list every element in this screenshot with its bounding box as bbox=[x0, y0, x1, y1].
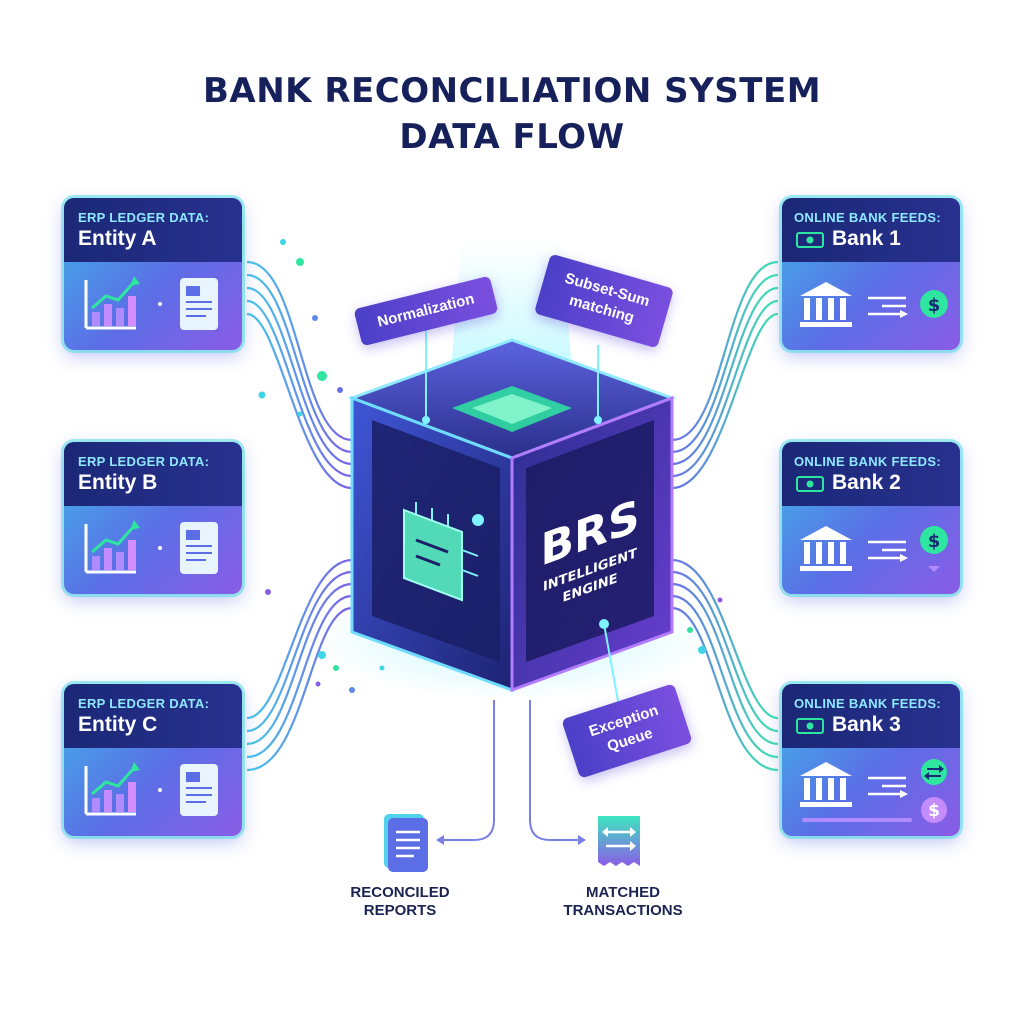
bar-chart-icon bbox=[84, 520, 140, 574]
banknote-icon bbox=[796, 718, 824, 734]
reconciled-line1: RECONCILED bbox=[350, 884, 450, 901]
svg-text:$: $ bbox=[928, 531, 941, 552]
svg-text:$: $ bbox=[928, 295, 941, 316]
process-connectors bbox=[425, 330, 621, 713]
bank-building-icon bbox=[800, 282, 852, 327]
document-icon bbox=[180, 278, 218, 330]
erp-card-entity-a: ERP LEDGER DATA: Entity A bbox=[64, 198, 242, 350]
erp-card-subtitle: ERP LEDGER DATA: bbox=[78, 696, 210, 711]
bank-card-art: $ bbox=[800, 526, 948, 572]
erp-card-entity-c: ERP LEDGER DATA: Entity C bbox=[64, 684, 242, 836]
banknote-icon bbox=[796, 232, 824, 248]
matched-line2: TRANSACTIONS bbox=[563, 902, 683, 919]
erp-card-name: Entity B bbox=[78, 471, 158, 494]
bank-flow-lines bbox=[671, 260, 779, 772]
dollar-coin-icon: $ bbox=[920, 526, 948, 554]
erp-card-name: Entity A bbox=[78, 227, 157, 250]
report-icon bbox=[384, 814, 428, 872]
matched-transactions-icon bbox=[598, 816, 640, 866]
matched-transactions-label: MATCHED TRANSACTIONS bbox=[548, 884, 698, 920]
bank-card-bank-2: ONLINE BANK FEEDS: Bank 2 $ bbox=[782, 442, 960, 594]
bank-building-icon bbox=[800, 762, 852, 807]
dollar-coin-icon: $ bbox=[920, 290, 948, 318]
bank-card-art: $ bbox=[800, 759, 947, 823]
bar-chart-icon bbox=[84, 762, 140, 816]
bank-card-art: $ bbox=[800, 282, 948, 327]
dollar-coin-icon: $ bbox=[921, 797, 947, 823]
bank-card-bank-3: ONLINE BANK FEEDS: Bank 3 bbox=[782, 684, 960, 836]
diagram-title: BANK RECONCILIATION SYSTEM DATA FLOW bbox=[0, 68, 1024, 160]
reconciled-line2: REPORTS bbox=[363, 902, 437, 919]
bank-card-name: Bank 2 bbox=[832, 471, 901, 494]
bank-card-subtitle: ONLINE BANK FEEDS: bbox=[794, 696, 941, 711]
erp-card-subtitle: ERP LEDGER DATA: bbox=[78, 454, 210, 469]
erp-card-art bbox=[84, 520, 218, 574]
bank-card-subtitle: ONLINE BANK FEEDS: bbox=[794, 210, 941, 225]
bank-card-bank-1: ONLINE BANK FEEDS: Bank 1 $ bbox=[782, 198, 960, 350]
svg-text:$: $ bbox=[928, 801, 940, 821]
transfer-arrows-icon bbox=[921, 759, 947, 785]
erp-card-name: Entity C bbox=[78, 713, 158, 736]
output-arrows bbox=[444, 700, 578, 841]
banknote-icon bbox=[796, 476, 824, 492]
bank-card-name: Bank 3 bbox=[832, 713, 901, 736]
bar-chart-icon bbox=[84, 276, 140, 330]
title-line-2: DATA FLOW bbox=[399, 117, 625, 157]
particles bbox=[258, 239, 723, 693]
brs-engine-cube: BRS INTELLIGENT ENGINE bbox=[347, 338, 677, 693]
reconciled-reports-label: RECONCILED REPORTS bbox=[330, 884, 470, 920]
bank-building-icon bbox=[800, 526, 852, 571]
erp-card-art bbox=[84, 762, 218, 816]
document-icon bbox=[180, 764, 218, 816]
document-icon bbox=[180, 522, 218, 574]
erp-card-subtitle: ERP LEDGER DATA: bbox=[78, 210, 210, 225]
matched-line1: MATCHED bbox=[586, 884, 660, 901]
bank-card-subtitle: ONLINE BANK FEEDS: bbox=[794, 454, 941, 469]
erp-flow-lines bbox=[246, 260, 353, 772]
title-line-1: BANK RECONCILIATION SYSTEM bbox=[202, 71, 822, 111]
erp-card-entity-b: ERP LEDGER DATA: Entity B bbox=[64, 442, 242, 594]
chip-icon bbox=[403, 502, 484, 602]
erp-card-art bbox=[84, 276, 218, 330]
bank-card-name: Bank 1 bbox=[832, 227, 901, 250]
